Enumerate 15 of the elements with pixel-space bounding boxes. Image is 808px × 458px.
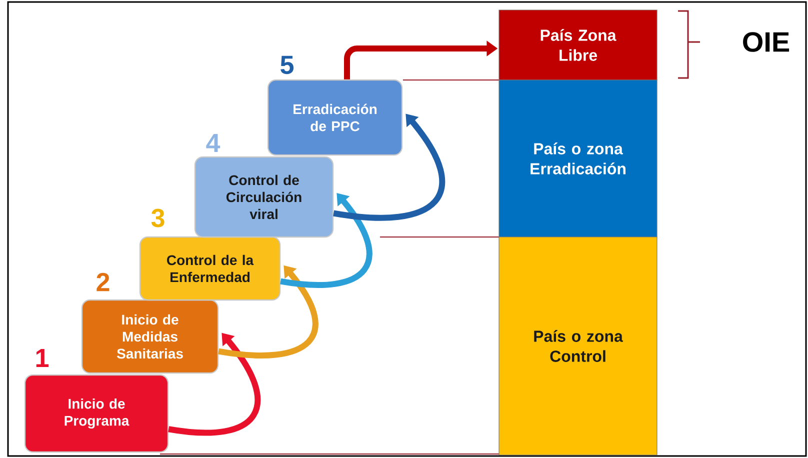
zone-band: País o zona Control xyxy=(498,236,658,456)
step-number: 3 xyxy=(151,208,164,228)
step-box: Inicio de Medidas Sanitarias xyxy=(81,299,219,374)
step-number: 2 xyxy=(96,272,110,292)
arrow xyxy=(280,193,372,288)
step-box: Control de Circulación viral xyxy=(194,156,334,238)
step-number: 1 xyxy=(36,349,48,367)
step-box: Inicio de Programa xyxy=(24,374,169,453)
step-number: 5 xyxy=(280,56,294,74)
step-box: Erradicación de PPC xyxy=(267,79,403,156)
zone-band: País o zona Erradicación xyxy=(498,80,658,238)
zone-band: País Zona Libre xyxy=(498,10,658,80)
standard-label: OIE xyxy=(743,32,790,52)
step-box: Control de la Enfermedad xyxy=(139,236,281,301)
step-number: 4 xyxy=(206,134,220,152)
